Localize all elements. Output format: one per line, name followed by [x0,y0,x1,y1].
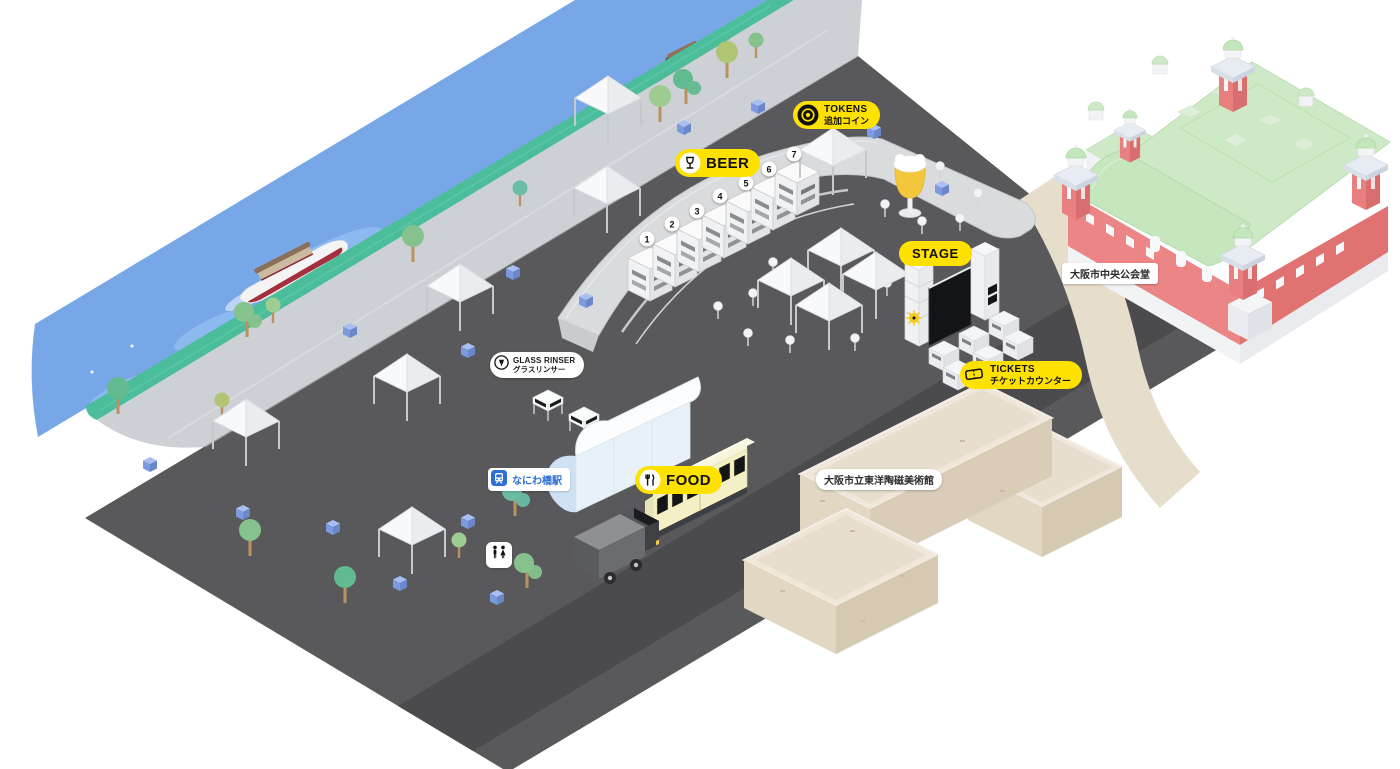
museum-label: 大阪市立東洋陶磁美術館 [816,469,942,490]
stage-logo-star [906,310,922,326]
station-building [546,376,701,513]
glass-rinser-label[interactable]: GLASS RINSER グラスリンサー [490,352,585,378]
tickets-label-title: TICKETS [990,364,1035,375]
beer-stall-marker-4[interactable]: 4 [712,188,728,204]
beer-stall-marker-7[interactable]: 7 [786,146,802,162]
glass-rinser-label-title: GLASS RINSER [513,355,576,365]
coin-icon [797,104,819,126]
tokens-label-title: TOKENS [824,104,868,116]
glass-rinser-label-subtitle: グラスリンサー [513,365,566,375]
tickets-label-subtitle: チケットカウンター [990,375,1072,386]
museum-label-title: 大阪市立東洋陶磁美術館 [824,476,934,487]
promenade [97,0,862,448]
ticket-icon [964,366,985,383]
beer-stall-marker-3[interactable]: 3 [689,203,705,219]
beer-glass-icon [679,152,701,174]
restroom-sign [486,542,512,568]
train-icon [491,470,507,489]
station-label-title: なにわ橋駅 [512,476,562,487]
beer-label[interactable]: BEER [675,149,761,177]
hall-windows [1086,212,1344,301]
river-boat-cruise [240,240,348,304]
beer-stall-marker-2[interactable]: 2 [664,216,680,232]
tokens-label-subtitle: 追加コイン [824,115,870,126]
tokens-label[interactable]: TOKENS 追加コイン [793,101,881,129]
glass-rinser-icon [494,355,509,375]
public-hall-label-title: 大阪市中央公会堂 [1070,270,1150,281]
food-label[interactable]: FOOD [635,466,722,494]
public-hall-label: 大阪市中央公会堂 [1062,263,1158,284]
cutlery-icon [639,469,661,491]
beer-label-title: BEER [706,154,750,172]
beer-stall-marker-6[interactable]: 6 [761,161,777,177]
stage-label-title: STAGE [912,246,959,261]
beer-glass-monument [893,154,927,218]
food-label-title: FOOD [666,471,711,489]
stage [904,242,1034,391]
beer-stall-marker-5[interactable]: 5 [738,175,754,191]
stage-label[interactable]: STAGE [899,241,972,266]
food-truck [574,508,659,584]
restroom-icon [490,545,508,565]
beer-stall-marker-1[interactable]: 1 [639,231,655,247]
tickets-label[interactable]: TICKETS チケットカウンター [960,361,1083,389]
station-label[interactable]: なにわ橋駅 [488,468,570,491]
